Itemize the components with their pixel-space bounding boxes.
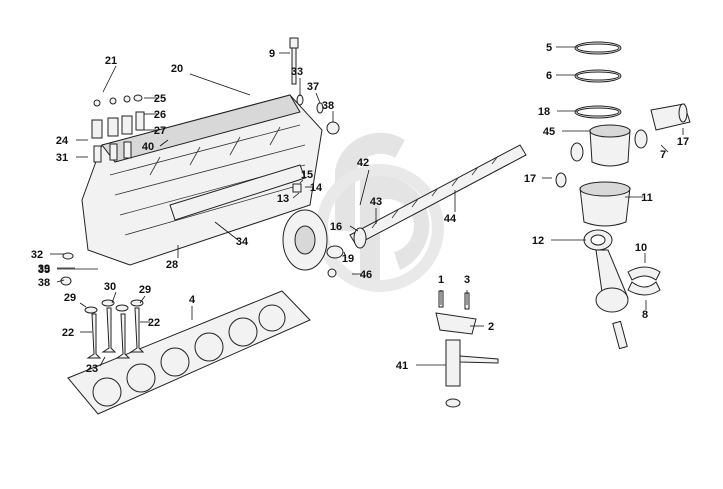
callout-label-c29b: 29 [139,284,151,296]
callout-label-c11: 11 [641,192,653,204]
callout-label-c28: 28 [166,259,178,271]
leader-line-c15 [299,179,304,184]
piston-pin [555,103,691,188]
callout-label-c46: 46 [360,269,372,281]
callout-label-c20: 20 [171,63,183,75]
callout-label-c22b: 22 [148,317,160,329]
leader-line-c20 [189,73,251,96]
valve-group [84,299,145,359]
callout-label-c3: 3 [464,274,470,286]
callout-label-c17a: 17 [677,136,689,148]
callout-label-c40: 40 [142,141,154,153]
cylinder-head [81,94,323,266]
callout-label-c35: 35 [38,264,50,276]
callout-labels: 1234567891011121314151617171819202122222… [31,42,689,375]
callout-label-c2: 2 [488,321,494,333]
callout-label-c32: 32 [31,249,43,261]
callout-label-c37: 37 [307,81,319,93]
callout-label-c16: 16 [330,221,342,233]
leader-line-c29a [79,302,87,308]
leader-line-c34 [214,221,239,241]
callout-label-c4: 4 [189,294,196,306]
leader-line-c13 [292,192,300,199]
callout-label-c9: 9 [269,48,275,60]
callout-label-c14: 14 [310,182,323,194]
callout-label-c26: 26 [154,109,166,121]
callout-label-c38b: 38 [38,277,50,289]
callout-label-c29a: 29 [64,292,76,304]
callout-label-c19: 19 [342,253,354,265]
callout-label-c42: 42 [357,157,369,169]
head-gasket [67,290,311,415]
callout-label-c39: 39 [38,263,50,275]
leader-line-c29b [139,295,146,304]
callout-label-c10: 10 [635,242,647,254]
leader-line-c19 [343,251,347,259]
connecting-rod [583,229,629,350]
callout-label-c6: 6 [546,70,552,82]
callout-label-c31: 31 [56,152,68,164]
leader-line-c42 [359,169,370,206]
callout-label-c18: 18 [538,106,550,118]
bearing-shells [627,266,661,296]
leader-line-c30 [111,291,117,304]
callout-label-c7: 7 [660,149,666,161]
callout-label-c34: 34 [236,236,249,248]
callout-label-c15: 15 [301,169,313,181]
leader-line-c21 [102,65,117,93]
callout-label-c22a: 22 [62,327,74,339]
callout-label-c23: 23 [86,363,98,375]
valve-spring-group [91,94,145,163]
callout-label-c41: 41 [396,360,408,372]
callout-label-c44: 44 [444,213,457,225]
leader-line-c23 [99,356,106,367]
callout-label-c38a: 38 [322,100,334,112]
leader-line-c7 [660,144,669,153]
callout-label-c30: 30 [104,281,116,293]
leader-line-c16 [349,225,359,232]
callout-label-c21: 21 [105,55,117,67]
callout-label-c1: 1 [438,274,444,286]
head-bolt [289,37,299,85]
piston [570,124,648,227]
callout-label-c45: 45 [543,126,555,138]
leader-line-c38b [56,279,65,283]
cam-gear [282,209,344,278]
callout-leaders [50,46,684,367]
callout-label-c25: 25 [154,93,166,105]
callout-label-c13: 13 [277,193,289,205]
callout-label-c33: 33 [291,66,303,78]
callout-label-c43: 43 [370,196,382,208]
leader-line-c37 [315,92,321,104]
callout-label-c24: 24 [56,135,69,147]
plug-group [60,94,340,286]
camshaft [349,144,527,249]
callout-label-c5: 5 [546,42,552,54]
callout-label-c12: 12 [532,235,544,247]
callout-label-c27: 27 [154,125,166,137]
injector [435,290,499,408]
leader-line-c40 [159,139,169,147]
piston-rings [574,41,622,119]
callout-label-c17b: 17 [524,173,536,185]
callout-label-c8: 8 [642,309,648,321]
